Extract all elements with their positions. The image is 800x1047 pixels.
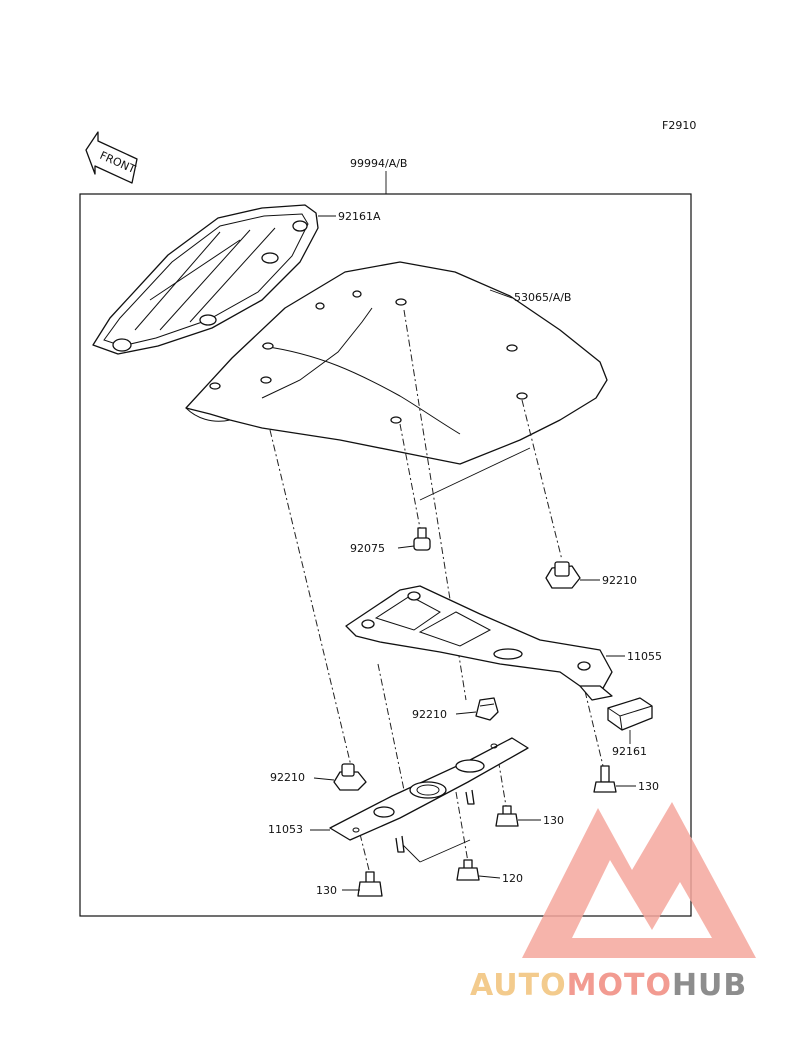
label-92210-top: 92210 — [602, 574, 637, 587]
leader-53065 — [489, 289, 513, 299]
label-130-mid: 130 — [543, 814, 564, 827]
watermark-moto: MOTO — [567, 968, 672, 1003]
nut-clip-left — [333, 763, 367, 791]
label-92210-left: 92210 — [270, 771, 305, 784]
label-92075: 92075 — [350, 542, 385, 555]
grommet-92075 — [413, 527, 431, 551]
watermark-text: AUTOMOTOHUB — [470, 968, 747, 1003]
label-92161: 92161 — [612, 745, 647, 758]
watermark-triangle-icon — [522, 802, 756, 958]
watermark-auto: AUTO — [470, 968, 567, 1003]
alignment-line — [521, 399, 563, 561]
alignment-line — [359, 833, 371, 875]
nut-clip-mid — [475, 697, 499, 721]
label-130-left: 130 — [316, 884, 337, 897]
lower-plate — [329, 737, 529, 853]
alignment-line — [377, 663, 405, 791]
label-11055: 11055 — [627, 650, 662, 663]
seat-cover — [185, 261, 608, 465]
pad-92161 — [607, 697, 653, 731]
leader-92210-mid — [455, 711, 477, 715]
leader-92210-left — [313, 777, 335, 781]
bolt-130-right — [593, 765, 617, 793]
assembly-frame — [79, 193, 692, 917]
alignment-line — [269, 429, 353, 771]
watermark-hub: HUB — [672, 968, 747, 1003]
label-92210-mid: 92210 — [412, 708, 447, 721]
rear-bracket — [345, 585, 613, 701]
nut-clip-top — [545, 561, 581, 589]
alignment-line — [403, 309, 467, 701]
label-120: 120 — [502, 872, 523, 885]
watermark-logo: AUTOMOTOHUB — [470, 802, 756, 1003]
grouping-line — [419, 839, 471, 863]
grouping-line — [419, 447, 531, 501]
bolt-130-left — [357, 871, 383, 897]
alignment-line — [455, 791, 469, 863]
leader-120 — [478, 875, 501, 879]
assembly-label: 99994/A/B — [350, 157, 407, 170]
bolt-120 — [456, 859, 480, 881]
front-cover-frame — [92, 204, 319, 355]
bolt-130-mid — [495, 805, 519, 827]
label-11053: 11053 — [268, 823, 303, 836]
label-53065: 53065/A/B — [514, 291, 571, 304]
figure-code: F2910 — [662, 119, 696, 132]
alignment-line — [399, 423, 421, 529]
label-92161A: 92161A — [338, 210, 381, 223]
front-arrow-icon: FRONT — [85, 131, 138, 184]
label-130-right: 130 — [638, 780, 659, 793]
leader-92075 — [397, 545, 415, 549]
